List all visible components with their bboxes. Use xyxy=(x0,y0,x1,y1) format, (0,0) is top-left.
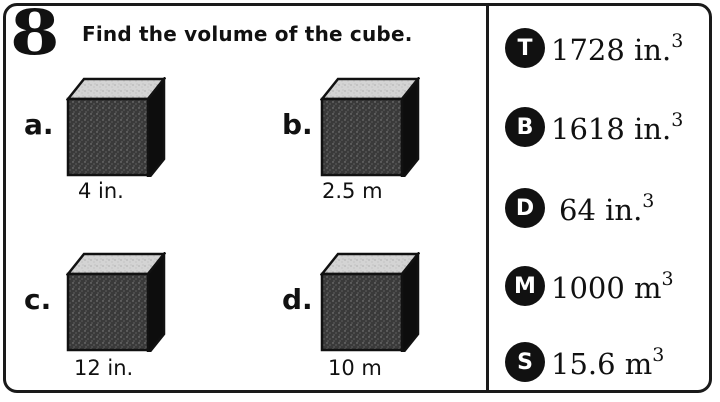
cube-c-side: 12 in. xyxy=(74,356,134,380)
cube-c-figure xyxy=(66,252,166,352)
answer-value: 15.6 m3 xyxy=(551,343,665,381)
instruction-text: Find the volume of the cube. xyxy=(82,22,413,46)
answer-letter-badge: D xyxy=(505,188,545,228)
answer-choice-d[interactable]: D 64 in.3 xyxy=(505,186,654,230)
cube-b-figure xyxy=(320,77,420,177)
answer-letter-badge: M xyxy=(505,266,545,306)
answer-choice-m[interactable]: M 1000 m3 xyxy=(505,264,674,308)
answer-letter-badge: B xyxy=(505,107,545,147)
answer-value: 1618 in.3 xyxy=(551,108,684,146)
cube-b-side: 2.5 m xyxy=(322,179,383,203)
cube-a-figure xyxy=(66,77,166,177)
answer-value: 1000 m3 xyxy=(551,267,674,305)
answer-choice-s[interactable]: S 15.6 m3 xyxy=(505,340,664,384)
problem-number: 8 xyxy=(10,0,60,69)
answer-choice-t[interactable]: T 1728 in.3 xyxy=(505,26,683,70)
cube-a-label: a. xyxy=(24,108,54,141)
answer-value: 64 in.3 xyxy=(559,189,655,227)
cube-b-label: b. xyxy=(282,108,313,141)
answer-letter-badge: S xyxy=(505,342,545,382)
answer-letter-badge: T xyxy=(505,28,545,68)
cube-d-label: d. xyxy=(282,283,313,316)
cube-a-side: 4 in. xyxy=(78,179,124,203)
answer-choice-b[interactable]: B 1618 in.3 xyxy=(505,105,683,149)
column-divider xyxy=(486,3,489,393)
cube-d-side: 10 m xyxy=(328,356,382,380)
answer-value: 1728 in.3 xyxy=(551,29,684,67)
cube-d-figure xyxy=(320,252,420,352)
cube-c-label: c. xyxy=(24,283,52,316)
